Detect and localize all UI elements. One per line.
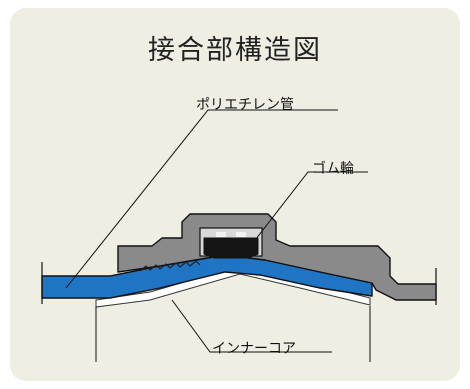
label-rubber-ring: ゴム輪	[312, 161, 354, 177]
background-panel	[10, 8, 460, 381]
fitting-teeth	[139, 260, 201, 272]
label-polyethylene-pipe: ポリエチレン管	[196, 97, 294, 113]
leader-line-pipe	[65, 109, 338, 289]
fitting-body-shape	[117, 213, 437, 301]
rubber-ring-shape	[203, 237, 259, 259]
rubber-ring-highlight-left	[216, 232, 226, 237]
diagram-title: 接合部構造図	[148, 35, 322, 66]
rubber-ring-highlight-right	[236, 232, 246, 237]
label-inner-core: インナーコア	[212, 341, 296, 357]
leader-line-rubber-ring	[251, 171, 368, 245]
leader-line-inner-core	[171, 299, 332, 353]
